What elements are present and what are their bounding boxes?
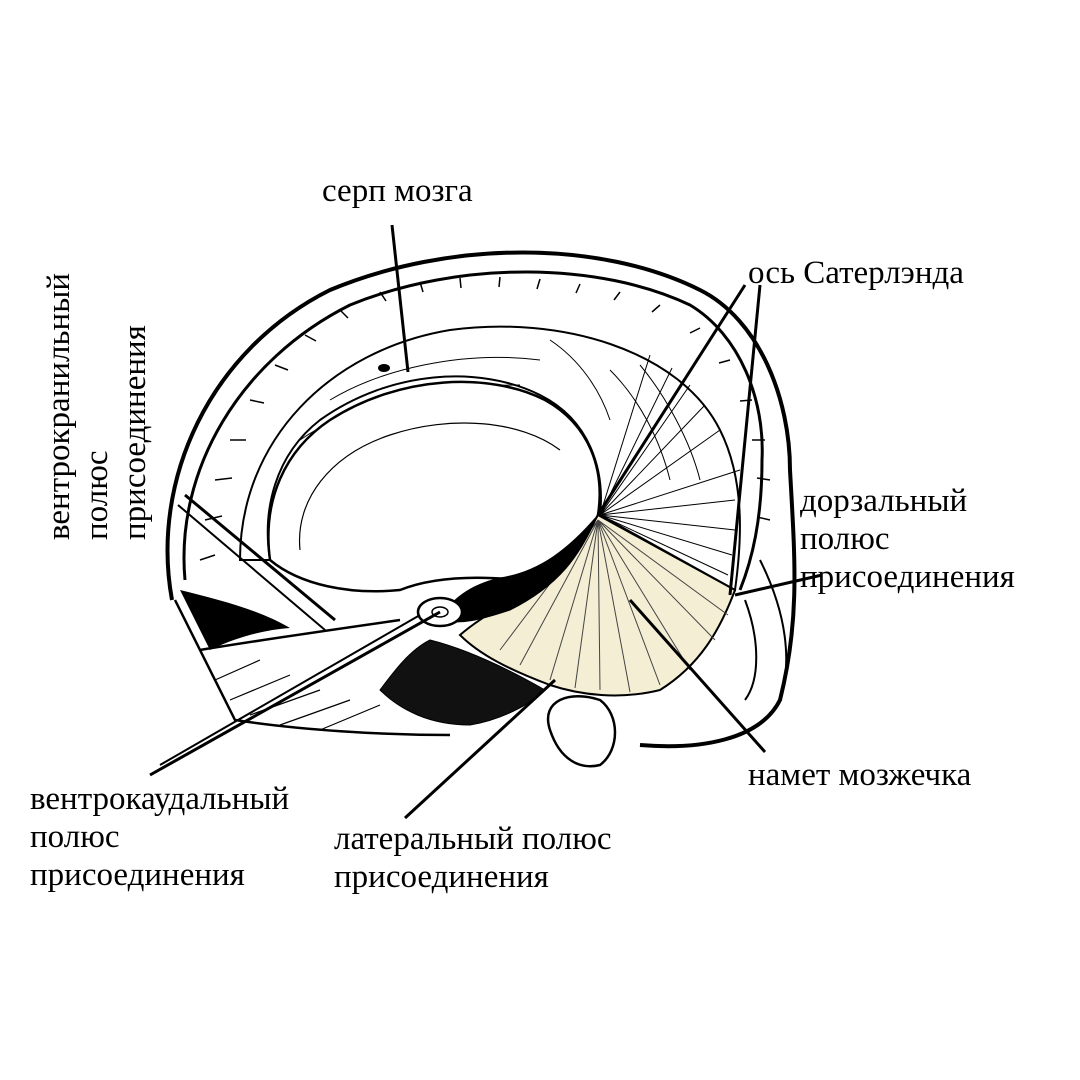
label-lateral-pole: латеральный полюс присоединения (334, 820, 612, 896)
label-ventrocranial-line-3: присоединения (117, 325, 153, 540)
label-ventrocaudal-pole: вентрокаудальный полюс присоединения (30, 780, 289, 894)
leader-tentorium (628, 599, 767, 753)
label-ventrocranial-pole: вентрокранильный полюс присоединения (40, 273, 154, 540)
label-tentorium-cerebelli: намет мозжечка (748, 756, 971, 794)
lower-dark-region (379, 639, 546, 726)
label-ventrocranial-line-1: вентрокранильный (41, 272, 77, 540)
leader-axis-right (728, 284, 762, 596)
leader-ventrocranial-b (177, 504, 326, 631)
tentorial-notch-opening (267, 380, 601, 593)
label-axis-text: ось Сатерлэнда (748, 255, 964, 291)
tentorium-striations (499, 519, 729, 693)
cranial-base-left (173, 599, 451, 737)
leader-falx (390, 224, 410, 373)
notch-inner-edge (298, 422, 561, 551)
label-dorsal-line-2: полюс (800, 521, 890, 557)
label-ventrocranial-line-2: полюс (79, 450, 115, 541)
label-ventrocaudal-line-2: полюс (30, 819, 120, 855)
left-dark-fold (180, 590, 290, 650)
skull-outer-rim (165, 250, 797, 749)
leader-ventrocaudal-b (159, 614, 421, 766)
label-sutherland-axis: ось Сатерлэнда (748, 254, 964, 292)
label-ventrocaudal-line-3: присоединения (30, 857, 245, 893)
leader-dorsal-pole (734, 573, 823, 597)
label-lateral-line-1: латеральный полюс (334, 821, 612, 857)
label-ventrocaudal-line-1: вентрокаудальный (30, 781, 290, 817)
label-dorsal-line-1: дорзальный (800, 483, 968, 519)
label-tentorium-text: намет мозжечка (748, 757, 972, 793)
falx-cerebri-sheet (238, 325, 741, 592)
skull-bone-hatching (199, 276, 771, 561)
falx-dot (378, 364, 390, 372)
label-lateral-line-2: присоединения (334, 859, 549, 895)
cranial-base-hatching (214, 659, 381, 731)
leader-axis-left (596, 284, 747, 516)
clinoid-process-center (431, 606, 449, 618)
skull-inner-rim (182, 270, 764, 591)
label-falx-cerebri: серп мозга (322, 172, 473, 210)
leader-ventrocaudal-a (149, 610, 441, 777)
label-dorsal-pole: дорзальный полюс присоединения (800, 482, 1015, 596)
leader-ventrocranial-a (184, 493, 336, 622)
brainstem-bulge (546, 695, 617, 768)
label-falx-text: серп мозга (322, 173, 473, 209)
skull-right-edge (744, 559, 788, 701)
leader-lateral-pole (403, 678, 557, 820)
label-dorsal-line-3: присоединения (800, 559, 1015, 595)
